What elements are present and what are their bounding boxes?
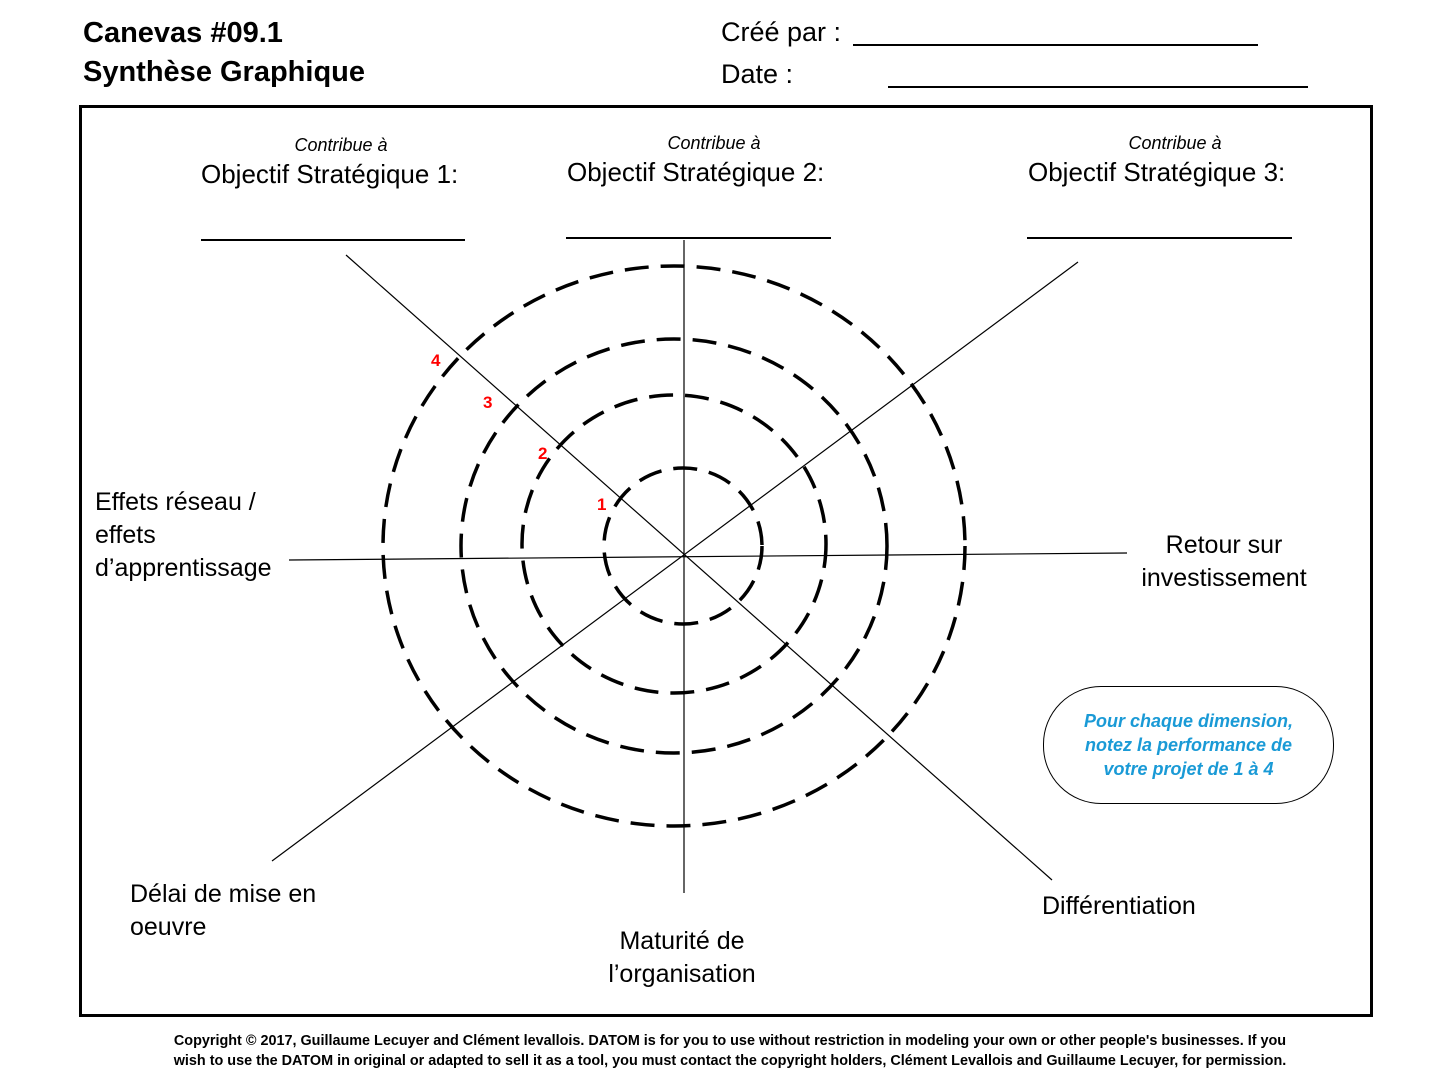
axis-diagonal-delai: [271, 261, 1079, 862]
scale-label-1: 1: [597, 495, 606, 514]
ring-4: [381, 264, 967, 828]
objective-2-title: Objectif Stratégique 2:: [567, 157, 825, 187]
dimension-maturite-organisation: Maturité de l’organisation: [608, 927, 756, 988]
canvas-title: Canevas #09.1: [83, 17, 283, 49]
objective-3-field[interactable]: [1027, 237, 1292, 239]
objective-1-field[interactable]: [201, 239, 465, 241]
objective-1-title: Objectif Stratégique 1:: [201, 159, 459, 189]
date-field[interactable]: [888, 86, 1308, 88]
instruction-note: Pour chaque dimension, notez la performa…: [1043, 686, 1334, 804]
scale-label-3: 3: [483, 393, 492, 412]
dimension-retour-investissement: Retour sur investissement: [1141, 531, 1307, 592]
dimension-effets-reseau: Effets réseau / effets d’apprentissage: [95, 488, 272, 582]
axis-diagonal-differentiation: [345, 254, 1053, 881]
copyright-notice: Copyright © 2017, Guillaume Lecuyer and …: [173, 1033, 1287, 1069]
objective-3-title: Objectif Stratégique 3:: [1028, 157, 1286, 187]
ring-2: [520, 393, 828, 695]
axis-horizontal: [288, 552, 1128, 561]
created-by-field[interactable]: [853, 44, 1258, 46]
dimension-differentiation: Différentiation: [1042, 892, 1196, 920]
objective-2-field[interactable]: [566, 237, 831, 239]
objective-2-contrib: Contribue à: [667, 133, 761, 153]
scale-label-2: 2: [538, 444, 547, 463]
objective-1-contrib: Contribue à: [294, 135, 388, 155]
canvas-subtitle: Synthèse Graphique: [83, 56, 366, 88]
canvas-frame: [79, 105, 1373, 1017]
objective-3-contrib: Contribue à: [1128, 133, 1222, 153]
dimension-delai-mise-en-oeuvre: Délai de mise en oeuvre: [130, 880, 317, 941]
created-by-label: Créé par :: [721, 17, 842, 47]
date-label: Date :: [721, 59, 794, 89]
ring-1: [602, 466, 764, 626]
ring-3: [459, 337, 889, 755]
scale-label-4: 4: [431, 351, 441, 370]
